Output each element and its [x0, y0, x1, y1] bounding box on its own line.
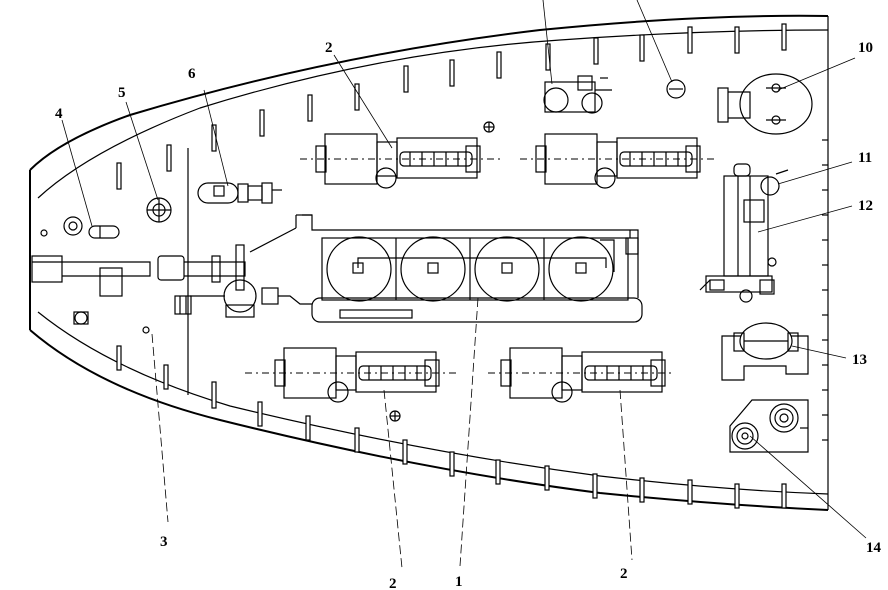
item-14-pump-base [729, 399, 809, 453]
label-1: 1 [455, 574, 463, 590]
item-6-pump [197, 182, 282, 204]
label-10: 10 [858, 40, 873, 56]
label-2-top: 2 [325, 40, 333, 56]
frame-ticks-right [822, 139, 828, 441]
label-2-bottom-right: 2 [620, 566, 628, 582]
shaft-line [31, 214, 312, 297]
item-5-circular-unit [142, 197, 172, 334]
reference-markers [389, 121, 495, 422]
label-14: 14 [866, 540, 882, 556]
item-2-generator-bottom-right [488, 347, 672, 403]
label-11: 11 [858, 150, 872, 166]
label-4: 4 [55, 106, 63, 122]
item-10-vessel [717, 73, 813, 135]
item-4-vessel [40, 216, 120, 325]
item-1-tank-block [302, 214, 643, 323]
label-3: 3 [160, 534, 168, 550]
pump-unit [174, 279, 312, 318]
callout-labels: 1 2 2 2 3 4 5 6 10 11 12 13 14 [55, 40, 882, 590]
label-13: 13 [852, 352, 867, 368]
leader-lines [61, 0, 867, 569]
label-12: 12 [858, 198, 873, 214]
label-5: 5 [118, 85, 126, 101]
item-2-generator-bottom-left [245, 347, 460, 403]
label-6: 6 [188, 66, 196, 82]
top-pump-unit [543, 75, 686, 114]
hull-outline [29, 14, 829, 511]
item-2-generator-top-left [300, 133, 502, 189]
label-2-bottom-left: 2 [389, 576, 397, 590]
frame-ticks-bottom [116, 345, 787, 509]
item-13-vessel [721, 322, 809, 381]
item-12-vertical-unit [699, 163, 789, 303]
item-2-generator-top-right [520, 133, 715, 189]
